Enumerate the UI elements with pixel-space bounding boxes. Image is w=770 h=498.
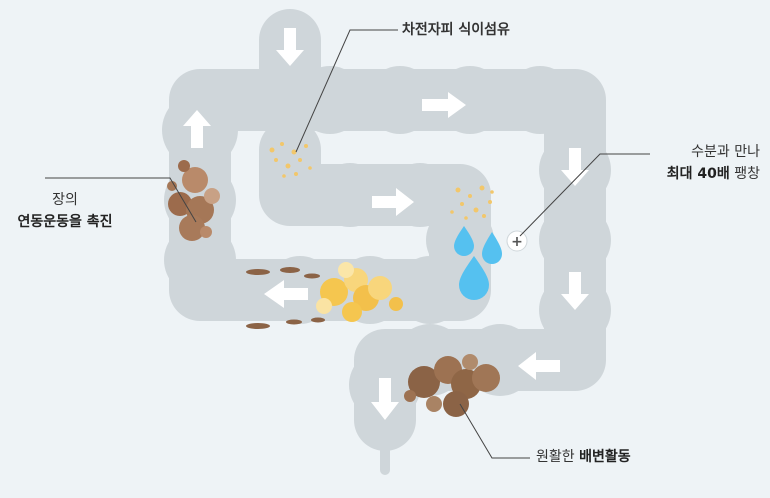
label-peristalsis-line2: 연동운동을 촉진 — [0, 211, 130, 233]
arrow-down-exit — [371, 378, 399, 420]
leader-lines — [45, 29, 650, 459]
expanded-fiber-particles — [450, 185, 494, 220]
arrow-left-bottom — [518, 352, 560, 380]
label-expand: 수분과 만나 최대 40배 팽창 — [620, 141, 760, 185]
label-peristalsis: 장의 연동운동을 촉진 — [0, 189, 130, 233]
label-expand-line2: 최대 40배 팽창 — [620, 163, 760, 185]
stool-streaks — [246, 267, 325, 329]
arrow-up-left — [183, 110, 211, 148]
label-peristalsis-bold: 연동운동을 촉진 — [17, 214, 113, 230]
flow-arrows — [183, 28, 589, 420]
plus-badge — [506, 230, 528, 252]
label-fiber: 차전자피 식이섬유 — [402, 22, 510, 38]
arrow-down-right-1 — [561, 148, 589, 186]
plus-icon: + — [511, 234, 523, 250]
label-peristalsis-line1: 장의 — [52, 192, 78, 208]
fiber-particles — [269, 142, 312, 178]
leader-line-fiber — [295, 29, 398, 153]
leader-line-peristalsis — [45, 177, 197, 223]
arrow-right-top — [422, 92, 466, 118]
leader-line-expand — [519, 153, 650, 237]
water-drop-icon — [454, 226, 474, 256]
water-drops — [454, 226, 502, 300]
arrow-down-right-2 — [561, 272, 589, 310]
label-expand-bold: 최대 40배 — [666, 166, 730, 182]
water-drop-icon — [482, 232, 502, 264]
label-expand-line1: 수분과 만나 — [691, 144, 760, 160]
arrow-right-middle — [372, 188, 414, 216]
water-drop-icon — [459, 256, 489, 300]
leader-line-bowel — [459, 403, 530, 459]
stool-cluster-yellow — [316, 262, 403, 322]
label-expand-rest: 팽창 — [734, 166, 760, 182]
label-bowel: 원활한 배변활동 — [536, 446, 631, 468]
label-bowel-bold: 배변활동 — [579, 449, 631, 465]
arrow-left-lower — [264, 280, 308, 308]
stool-cluster-bottom — [404, 354, 500, 417]
label-bowel-normal: 원활한 — [536, 449, 575, 465]
arrow-down-top — [276, 28, 304, 66]
